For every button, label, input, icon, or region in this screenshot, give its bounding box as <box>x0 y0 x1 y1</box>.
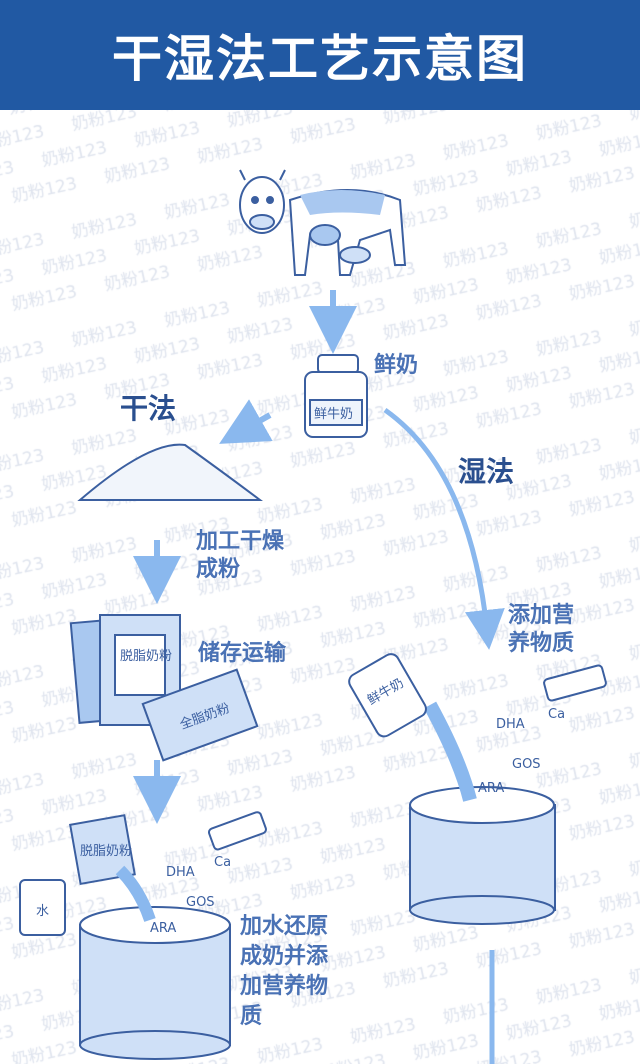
label-wet-step-1: 添加营 养物质 <box>508 602 574 658</box>
label-line: 加工干燥 <box>196 529 285 554</box>
label-line: 成粉 <box>196 557 241 582</box>
svg-text:DHA: DHA <box>496 717 525 732</box>
svg-text:GOS: GOS <box>186 895 215 910</box>
label-line: 成奶并添 <box>240 944 329 969</box>
label-fresh-milk: 鲜奶 <box>374 353 419 378</box>
powder-bags-icon: 脱脂奶粉 全脂奶粉 <box>69 614 259 762</box>
wet-mixing-tank-icon: 鲜牛奶 DHA Ca GOS ARA <box>348 653 607 925</box>
svg-text:水: 水 <box>36 904 49 919</box>
powder-pile-icon <box>77 443 264 501</box>
label-line: 加水还原 <box>240 914 329 939</box>
label-line: 养物质 <box>508 631 575 656</box>
svg-text:DHA: DHA <box>166 865 195 880</box>
svg-text:GOS: GOS <box>512 757 541 772</box>
svg-text:脱脂奶粉: 脱脂奶粉 <box>120 649 172 664</box>
svg-text:ARA: ARA <box>478 781 504 796</box>
label-dry-method: 干法 <box>120 392 177 425</box>
header-banner: 干湿法工艺示意图 <box>0 0 640 110</box>
label-dry-step-1: 加工干燥 成粉 <box>196 528 284 584</box>
dry-reconstitution-tank-icon: 脱脂奶粉 水 DHA Ca GOS ARA <box>19 811 267 1060</box>
label-wet-method: 湿法 <box>458 455 515 488</box>
label-line: 添加营 <box>508 603 575 628</box>
label-dry-step-2: 储存运输 <box>198 641 287 666</box>
svg-text:鲜牛奶: 鲜牛奶 <box>314 407 353 422</box>
svg-text:ARA: ARA <box>150 921 176 936</box>
label-dry-step-3: 加水还原 成奶并添 加营养物 质 <box>240 912 328 1032</box>
label-line: 加营养物 <box>240 974 329 999</box>
arrow-left <box>219 399 273 444</box>
milk-bottle-icon: 鲜牛奶 <box>304 354 368 438</box>
svg-text:Ca: Ca <box>548 707 565 722</box>
svg-text:Ca: Ca <box>214 855 231 870</box>
cow-icon <box>239 169 407 276</box>
arrow-wet <box>383 407 505 650</box>
page-title: 干湿法工艺示意图 <box>112 30 528 88</box>
label-line: 质 <box>240 1004 263 1029</box>
svg-text:脱脂奶粉: 脱脂奶粉 <box>80 844 132 859</box>
